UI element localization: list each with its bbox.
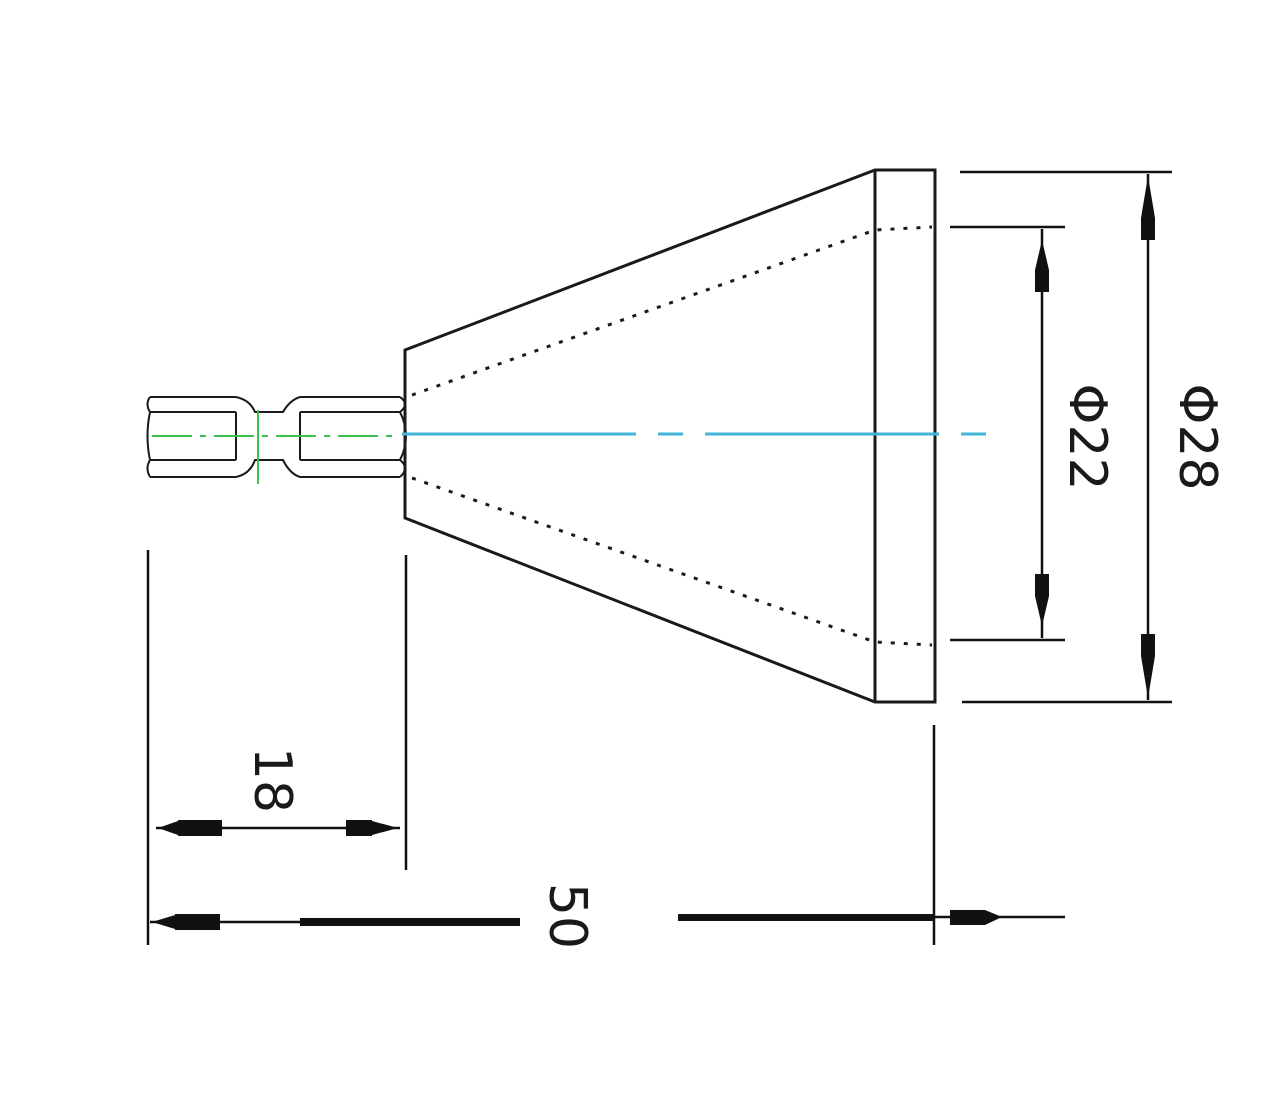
inner-bore-top (411, 225, 933, 397)
outer-arrow-top (1141, 176, 1155, 240)
shank-length-label: 18 (242, 747, 302, 813)
total-arrow-right (678, 910, 1002, 925)
inner-bore-bottom (411, 476, 933, 647)
shank-length-dimension: 18 (146, 550, 408, 945)
inner-arrow-top (1035, 240, 1049, 292)
total-length-label: 50 (537, 883, 597, 949)
inner-diameter-dimension: Φ22 (950, 225, 1117, 642)
cone-body (403, 168, 937, 704)
cone-outline (403, 168, 937, 704)
inner-diameter-label: Φ22 (1057, 383, 1117, 490)
outer-arrow-bottom (1141, 634, 1155, 698)
total-length-dimension: 50 (150, 725, 1065, 949)
shank-groove (235, 396, 301, 478)
shank-arrow-left (158, 820, 222, 836)
shank-arrow-right (346, 820, 398, 836)
total-arrow-left (152, 914, 520, 930)
outer-diameter-label: Φ28 (1167, 383, 1227, 490)
outer-diameter-dimension: Φ28 (960, 170, 1227, 704)
hex-shank (146, 396, 407, 484)
shank-left-section (146, 396, 236, 478)
inner-arrow-bottom (1035, 574, 1049, 626)
